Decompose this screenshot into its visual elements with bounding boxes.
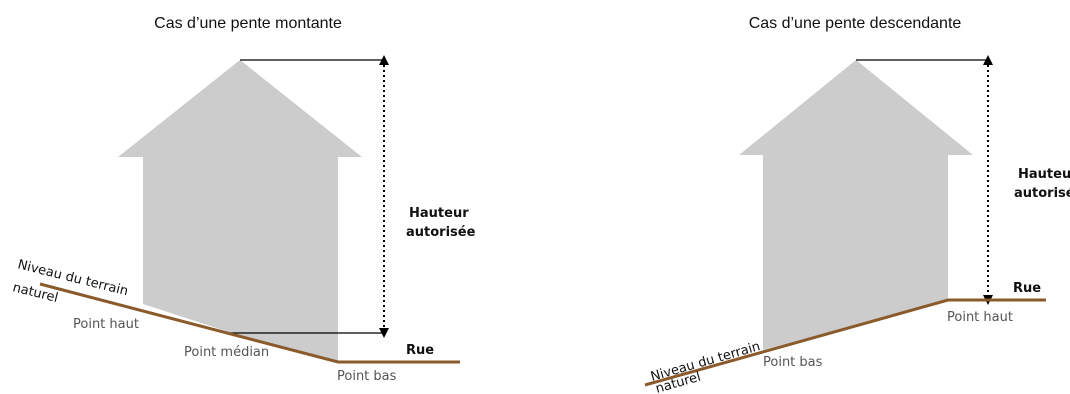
right-point-high: Point haut (947, 310, 1013, 325)
left-title: Cas d’une pente montante (154, 15, 342, 32)
left-house-shape (118, 60, 362, 362)
right-title: Cas d’une pente descendante (749, 15, 962, 32)
left-terrain-label-line2: naturel (11, 280, 59, 306)
left-point-median: Point médian (184, 345, 269, 360)
right-ground-line (644, 298, 1046, 387)
left-ground-line (39, 282, 460, 364)
left-point-high: Point haut (73, 317, 139, 332)
right-point-low: Point bas (763, 355, 823, 370)
right-height-label-line2: autorisée (1014, 186, 1070, 201)
left-street-label: Rue (406, 343, 434, 358)
left-diagram: Cas d’une pente montante Hauteur autoris… (11, 15, 476, 384)
left-height-label-line1: Hauteur (409, 206, 469, 221)
left-height-label-line2: autorisée (406, 225, 476, 240)
right-diagram: Cas d’une pente descendante Hauteur auto… (644, 15, 1070, 394)
right-height-label-line1: Hauteur (1018, 167, 1070, 182)
right-street-label: Rue (1013, 281, 1041, 296)
left-point-low: Point bas (337, 369, 397, 384)
right-house-shape (739, 60, 973, 350)
